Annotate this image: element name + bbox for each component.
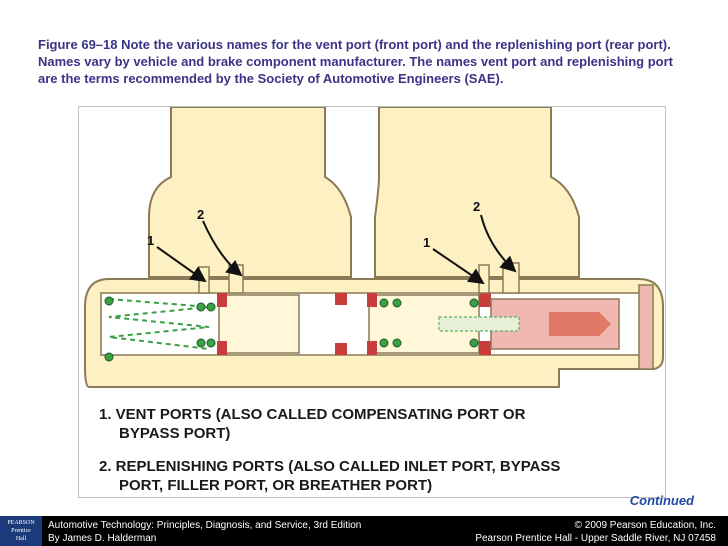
callout-2-right: 2 xyxy=(473,199,480,214)
footer-copyright-line: © 2009 Pearson Education, Inc. xyxy=(574,520,716,531)
master-cylinder-diagram: 1 2 1 2 1. VENT PORTS (ALSO CALLED COMPE… xyxy=(78,106,666,498)
legend-vent-ports-line2: BYPASS PORT) xyxy=(119,425,231,442)
footer-book-title: Automotive Technology: Principles, Diagn… xyxy=(48,520,362,531)
footer-publisher-line: Pearson Prentice Hall - Upper Saddle Riv… xyxy=(475,533,716,544)
legend-replenishing-ports-line2: PORT, FILLER PORT, OR BREATHER PORT) xyxy=(119,477,433,494)
master-cylinder-illustration: 1 2 1 2 xyxy=(84,107,664,388)
reservoir-left xyxy=(148,107,352,278)
callout-1-left: 1 xyxy=(147,233,154,248)
footer-bar: PEARSON Prentice Hall Automotive Technol… xyxy=(0,516,728,546)
footer-copyright: © 2009 Pearson Education, Inc. Pearson P… xyxy=(475,519,716,545)
continued-label: Continued xyxy=(629,493,694,508)
reservoir-right xyxy=(374,107,580,278)
logo-line: PEARSON xyxy=(7,520,35,526)
secondary-piston xyxy=(218,294,300,354)
legend-replenishing-ports: 2. REPLENISHING PORTS (ALSO CALLED INLET… xyxy=(99,457,560,495)
legend-vent-ports-line1: 1. VENT PORTS (ALSO CALLED COMPENSATING … xyxy=(99,406,526,423)
callout-2-left: 2 xyxy=(197,207,204,222)
piston-seals xyxy=(217,293,491,355)
legend-vent-ports: 1. VENT PORTS (ALSO CALLED COMPENSATING … xyxy=(99,405,525,443)
figure-caption: Figure 69–18 Note the various names for … xyxy=(38,37,674,86)
logo-line: Hall xyxy=(15,536,27,542)
footer-book-info: Automotive Technology: Principles, Diagn… xyxy=(48,519,361,545)
callout-1-right: 1 xyxy=(423,235,430,250)
logo-line: Prentice xyxy=(11,528,31,534)
pearson-prentice-hall-logo: PEARSON Prentice Hall xyxy=(0,516,42,546)
footer-author: By James D. Halderman xyxy=(48,533,157,544)
legend-replenishing-ports-line1: 2. REPLENISHING PORTS (ALSO CALLED INLET… xyxy=(99,458,561,475)
spring-primary xyxy=(108,298,210,350)
